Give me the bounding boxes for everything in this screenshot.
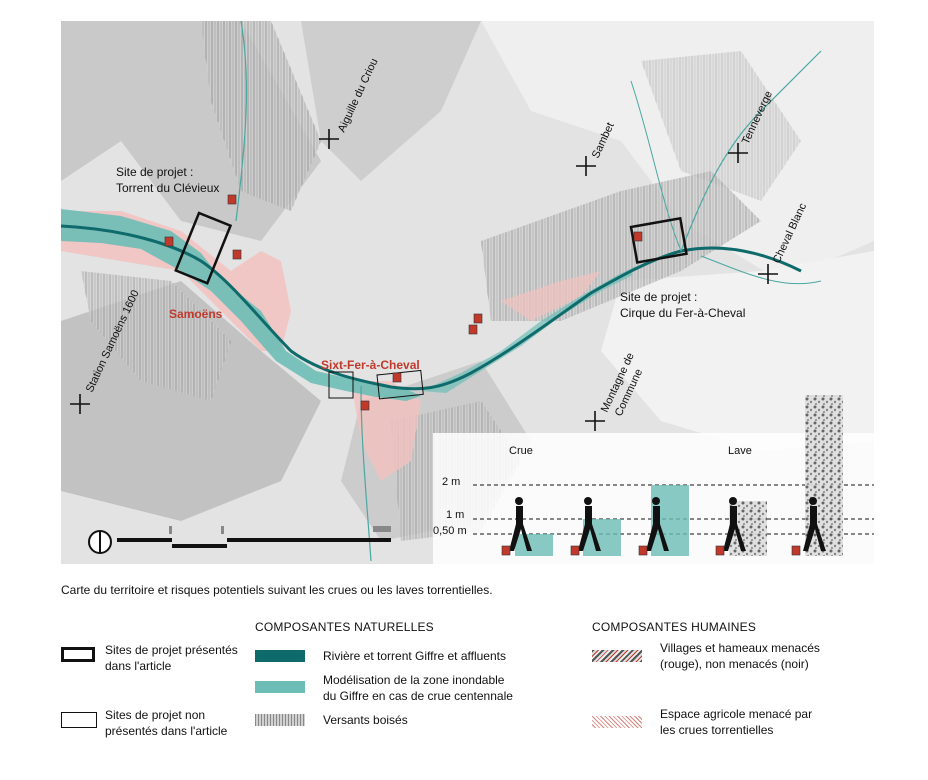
threatened-village-marker xyxy=(473,313,483,324)
project-site-fer-a-cheval-frame xyxy=(629,216,688,264)
flood-zone-centennial xyxy=(61,209,421,401)
inset-title-lave: Lave xyxy=(728,445,752,457)
legend-site-not-presented-swatch xyxy=(61,712,97,728)
crue-depth-050m xyxy=(515,534,553,556)
legend-forest-swatch xyxy=(255,714,305,726)
inset-village-marker xyxy=(501,545,511,556)
inset-level-2m: 2 m xyxy=(442,476,460,488)
legend-human-heading: COMPOSANTES HUMAINES xyxy=(592,620,757,634)
threatened-village-marker xyxy=(232,249,242,260)
threatened-village-marker xyxy=(392,372,402,383)
summit-marker xyxy=(70,394,90,414)
flood-depth-inset: Crue Lave 2 m 1 m 0,50 m xyxy=(433,395,874,564)
tributary-stream xyxy=(700,255,822,285)
summit-marker xyxy=(728,143,748,163)
summit-marker xyxy=(585,411,605,431)
forested-slopes xyxy=(641,51,801,201)
tributary-stream xyxy=(680,50,822,252)
legend-river-swatch xyxy=(255,650,305,662)
legend-natural-heading: COMPOSANTES NATURELLES xyxy=(255,620,434,634)
legend-villages-label: Villages et hameaux menacés (rouge), non… xyxy=(660,641,820,671)
inset-level-1m: 1 m xyxy=(446,509,464,521)
tributary-stream xyxy=(630,80,682,252)
legend-flood-swatch xyxy=(255,681,305,693)
project-site-clevieux-frame xyxy=(174,211,233,285)
project-site-clevieux-label: Site de projet : Torrent du Clévieux xyxy=(116,165,219,195)
legend-agri-label: Espace agricole menacé par les crues tor… xyxy=(660,707,813,737)
legend-agri-swatch xyxy=(592,716,642,728)
legend-villages-swatch xyxy=(592,650,642,662)
legend-site-presented-label: Sites de projet présentés dans l'article xyxy=(105,643,238,673)
legend-site-not-presented-label: Sites de projet non présentés dans l'art… xyxy=(105,708,228,738)
village-label-samoens: Samoëns xyxy=(169,307,223,321)
summit-marker xyxy=(576,156,596,176)
giffre-river xyxy=(61,224,802,391)
threatened-village-marker xyxy=(360,400,370,411)
forested-slopes xyxy=(201,21,321,211)
person-figure xyxy=(578,497,601,551)
threatened-village-marker xyxy=(633,231,643,242)
forested-slopes xyxy=(481,171,761,321)
legend-forest-label: Versants boisés xyxy=(323,713,408,727)
inset-level-050m: 0,50 m xyxy=(433,525,467,537)
threatened-agricultural-land xyxy=(61,211,291,351)
tributary-stream xyxy=(235,21,248,222)
legend-river-label: Rivière et torrent Giffre et affluents xyxy=(323,649,506,663)
legend-flood-label: Modélisation de la zone inondable du Gif… xyxy=(323,673,513,703)
person-figure xyxy=(509,497,532,551)
scale-bar xyxy=(117,526,391,548)
inset-village-marker xyxy=(570,545,580,556)
summit-marker xyxy=(758,264,778,284)
mountain-relief-shadow xyxy=(301,21,481,181)
threatened-village-marker xyxy=(227,194,237,205)
inset-village-marker xyxy=(638,545,648,556)
inset-title-crue: Crue xyxy=(509,445,533,457)
legend-site-presented-swatch xyxy=(61,647,95,662)
threatened-village-marker xyxy=(468,324,478,335)
north-arrow xyxy=(88,530,112,554)
project-site-secondary-frame xyxy=(328,371,354,399)
project-site-fer-a-cheval-label: Site de projet : Cirque du Fer-à-Cheval xyxy=(620,290,745,320)
inset-village-marker xyxy=(791,545,801,556)
person-figure xyxy=(723,497,746,551)
forested-slopes xyxy=(81,271,231,401)
territory-map: Aiguille du Criou Sambet Tenneverge Chev… xyxy=(61,21,874,564)
person-figure xyxy=(803,497,826,551)
inset-village-marker xyxy=(715,545,725,556)
threatened-village-marker xyxy=(164,236,174,247)
person-figure xyxy=(646,497,669,551)
map-caption: Carte du territoire et risques potentiel… xyxy=(61,583,493,597)
summit-marker xyxy=(319,129,339,149)
threatened-agricultural-land xyxy=(501,271,601,321)
village-label-sixt: Sixt-Fer-à-Cheval xyxy=(321,358,420,372)
